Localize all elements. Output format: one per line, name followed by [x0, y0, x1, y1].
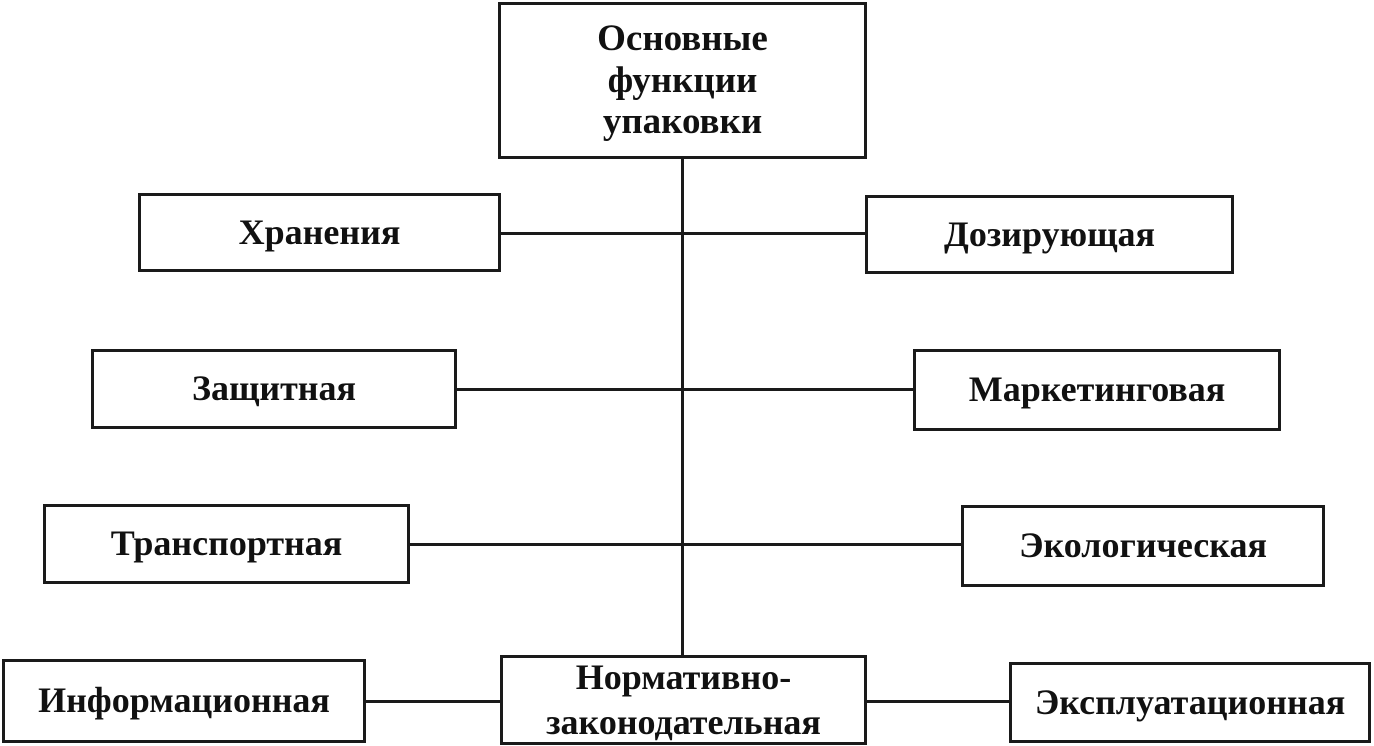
- node-regulatory-line-2: законодательная: [546, 702, 821, 742]
- node-marketing-label: Маркетинговая: [968, 369, 1226, 410]
- trunk-connector: [681, 157, 684, 657]
- node-storage: Хранения: [138, 193, 501, 272]
- root-line-2: функции: [607, 59, 758, 101]
- node-informational: Информационная: [2, 659, 366, 743]
- node-transport: Транспортная: [43, 504, 410, 584]
- row-1-connector: [498, 232, 867, 235]
- node-transport-label: Транспортная: [110, 523, 343, 564]
- node-ecological-label: Экологическая: [1019, 525, 1267, 566]
- row-4-left-connector: [364, 700, 502, 703]
- node-regulatory: Нормативно- законодательная: [500, 655, 867, 745]
- root-line-1: Основные: [597, 18, 768, 60]
- node-marketing: Маркетинговая: [913, 349, 1281, 431]
- node-ecological: Экологическая: [961, 505, 1325, 587]
- node-informational-label: Информационная: [38, 680, 330, 721]
- row-3-connector: [408, 543, 963, 546]
- node-operational-label: Эксплуатационная: [1034, 681, 1346, 722]
- node-dosing: Дозирующая: [865, 195, 1234, 274]
- root-node: Основные функции упаковки: [498, 2, 867, 159]
- node-protective-label: Защитная: [191, 368, 357, 409]
- node-operational: Эксплуатационная: [1009, 662, 1371, 743]
- node-protective: Защитная: [91, 349, 457, 429]
- node-regulatory-line-1: Нормативно-: [575, 657, 792, 697]
- row-4-right-connector: [865, 700, 1011, 703]
- row-2-connector: [455, 388, 915, 391]
- root-line-3: упаковки: [602, 101, 763, 143]
- node-storage-label: Хранения: [238, 211, 401, 252]
- node-dosing-label: Дозирующая: [944, 213, 1155, 254]
